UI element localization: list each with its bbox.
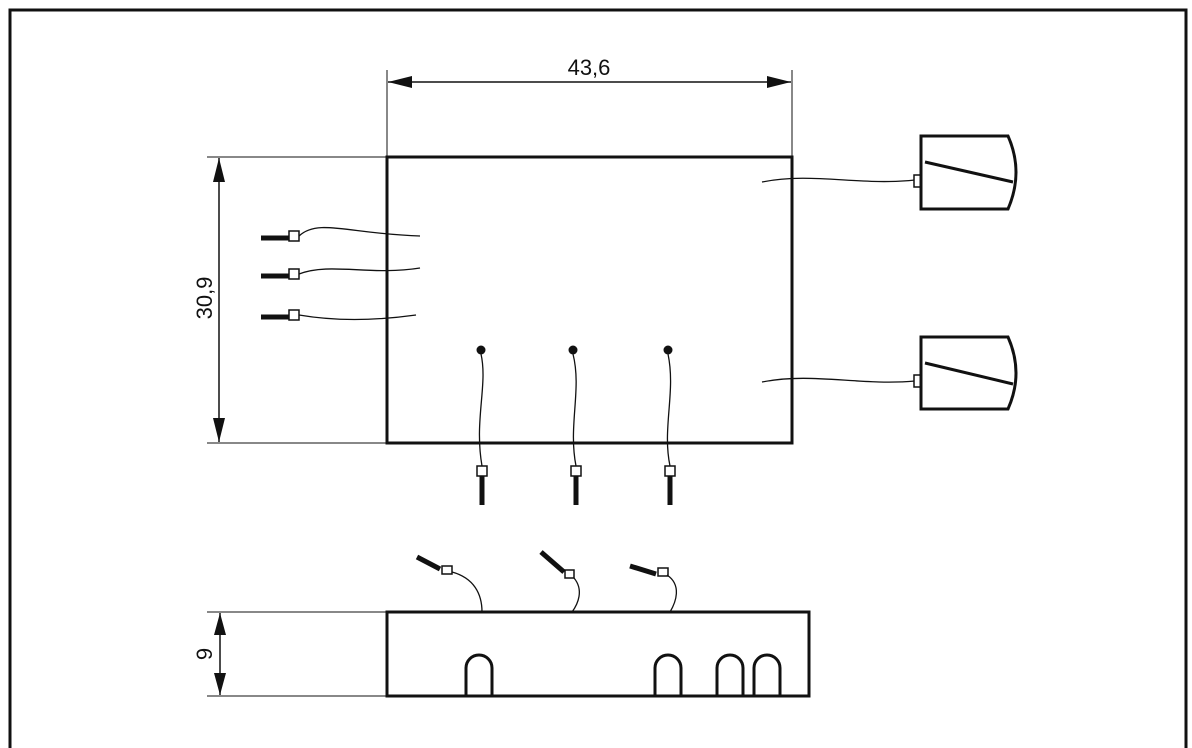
side-lead	[629, 563, 678, 613]
width-dimension: 43,6	[386, 55, 793, 157]
bottom-leads	[476, 345, 676, 505]
side-leads	[415, 550, 678, 613]
left-lead	[261, 309, 417, 321]
drawing-frame	[8, 8, 1188, 748]
side-lead	[415, 554, 483, 613]
depth-label: 9	[192, 648, 217, 660]
device-body-top	[385, 155, 794, 445]
bottom-lead	[476, 345, 488, 505]
bottom-lead	[663, 345, 676, 505]
height-dimension: 30,9	[192, 156, 387, 444]
depth-arrow-top	[214, 613, 226, 635]
side-lead	[539, 550, 580, 613]
right-connector	[761, 134, 1018, 211]
left-lead	[261, 267, 421, 280]
height-arrow-bottom	[213, 418, 225, 442]
slot	[464, 653, 494, 696]
depth-dimension: 9	[192, 611, 387, 697]
side-slots	[464, 653, 782, 696]
right-connector	[761, 335, 1018, 411]
width-label: 43,6	[568, 55, 611, 80]
slot	[752, 653, 782, 696]
left-lead	[261, 226, 421, 242]
height-label: 30,9	[192, 277, 217, 320]
bottom-lead	[568, 345, 582, 505]
top-view: 43,6 30,9	[192, 55, 1018, 505]
side-view: 9	[192, 550, 811, 698]
depth-arrow-bottom	[214, 673, 226, 695]
slot	[715, 653, 745, 696]
slot	[653, 653, 683, 696]
left-leads	[261, 226, 421, 321]
width-arrow-right	[767, 76, 791, 88]
device-body-side	[385, 610, 811, 698]
height-arrow-top	[213, 158, 225, 182]
width-arrow-left	[388, 76, 412, 88]
right-connectors	[761, 134, 1018, 411]
